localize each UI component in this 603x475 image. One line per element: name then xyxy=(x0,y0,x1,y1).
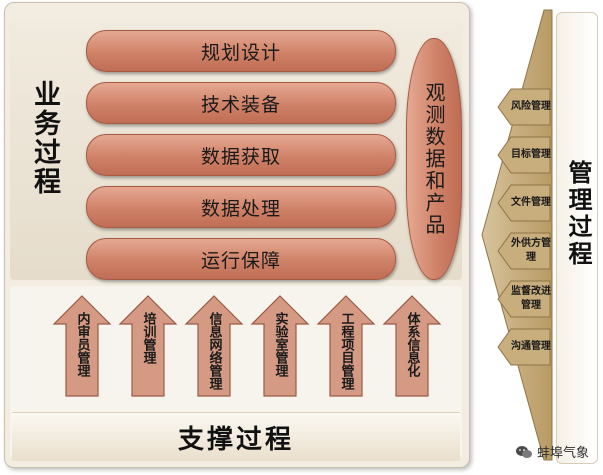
management-item-label: 监督改进管理 xyxy=(511,286,551,311)
step-technical-equipment: 技术装备 xyxy=(86,82,396,124)
management-item-label: 目标管理 xyxy=(511,149,551,160)
step-data-processing: 数据处理 xyxy=(86,186,396,228)
up-arrow-shape xyxy=(184,295,244,397)
management-item-supervision: 监督改进管理 xyxy=(497,280,551,318)
watermark: 蚌埠气象 xyxy=(515,442,589,461)
management-item-label: 风险管理 xyxy=(511,101,551,112)
support-item-label: 内审员管理 xyxy=(74,312,90,377)
watermark-text: 蚌埠气象 xyxy=(536,446,589,461)
management-process-title: 管理过程 xyxy=(564,160,592,268)
support-arrow-training: 培训管理 xyxy=(118,294,178,398)
left-pointer-shape xyxy=(497,232,551,270)
management-item-label: 沟通管理 xyxy=(511,341,551,352)
support-arrow-engineering-project: 工程项目管理 xyxy=(316,294,376,398)
support-item-label: 培训管理 xyxy=(140,312,156,364)
left-pointer-shape xyxy=(497,136,551,174)
management-item-risk: 风险管理 xyxy=(497,88,551,126)
support-arrow-internal-auditor: 内审员管理 xyxy=(52,294,112,398)
support-item-label: 工程项目管理 xyxy=(338,312,354,390)
management-item-document: 文件管理 xyxy=(497,184,551,222)
business-process-title: 业务过程 xyxy=(29,80,60,196)
management-item-label: 外供方管理 xyxy=(511,238,551,263)
up-arrow-shape xyxy=(118,295,178,397)
support-process-title: 支撑过程 xyxy=(177,424,294,455)
support-item-label: 体系信息化 xyxy=(404,312,420,377)
wechat-icon xyxy=(515,445,532,458)
left-pointer-shape xyxy=(497,88,551,126)
support-arrow-system-informatization: 体系信息化 xyxy=(382,294,442,398)
support-arrow-info-network: 信息网络管理 xyxy=(184,294,244,398)
support-item-label: 实验室管理 xyxy=(272,312,288,377)
management-process-title-bar xyxy=(556,12,598,464)
up-arrow-shape xyxy=(382,295,442,397)
step-data-acquisition: 数据获取 xyxy=(86,134,396,176)
support-item-label: 信息网络管理 xyxy=(206,312,222,390)
up-arrow-shape xyxy=(316,295,376,397)
left-pointer-shape xyxy=(497,184,551,222)
support-process-title-bar: 支撑过程 xyxy=(12,412,460,461)
left-pointer-shape xyxy=(497,280,551,318)
observation-output-label: 观测数据和产品 xyxy=(422,82,446,236)
management-item-label: 文件管理 xyxy=(511,197,551,208)
management-item-communication: 沟通管理 xyxy=(497,328,551,366)
up-arrow-shape xyxy=(52,295,112,397)
left-pointer-shape xyxy=(497,328,551,366)
up-arrow-shape xyxy=(250,295,310,397)
support-arrow-laboratory: 实验室管理 xyxy=(250,294,310,398)
step-operation-support: 运行保障 xyxy=(86,238,396,280)
management-item-external-supplier: 外供方管理 xyxy=(497,232,551,270)
observation-output-pill: 观测数据和产品 xyxy=(406,38,462,280)
step-planning-design: 规划设计 xyxy=(86,30,396,72)
management-item-objective: 目标管理 xyxy=(497,136,551,174)
